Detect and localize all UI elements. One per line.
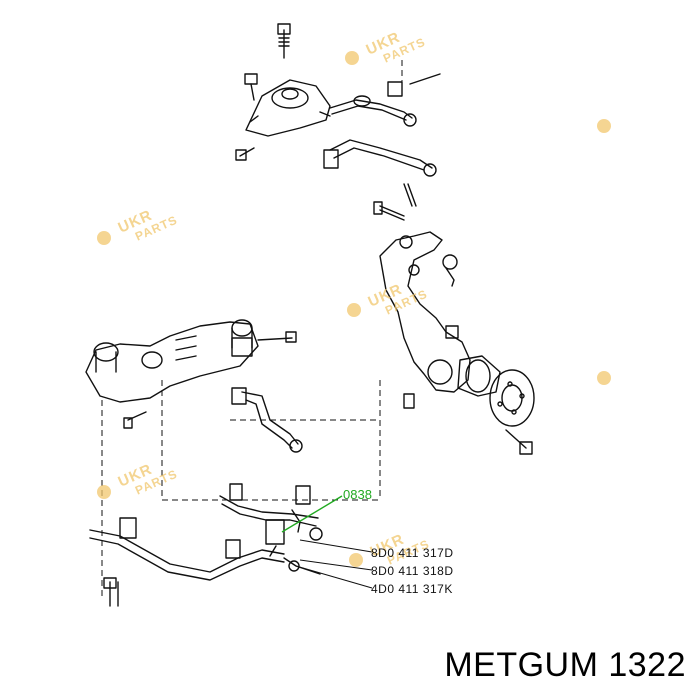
steering-knuckle: [373, 183, 471, 409]
leader-lines: [295, 539, 373, 589]
stabilizer-bar: [89, 517, 321, 607]
subframe: [85, 319, 297, 429]
upper-link-front: [329, 73, 441, 127]
part-number-2: 8D0 411 318D: [371, 564, 454, 578]
gear-icon: [97, 485, 111, 499]
upper-link-rear: [235, 139, 437, 177]
watermark-gears: [97, 51, 611, 567]
gear-icon: [345, 51, 359, 65]
highlight-label: 0838: [343, 487, 372, 502]
gear-icon: [97, 231, 111, 245]
gear-icon: [347, 303, 361, 317]
highlight-leader: [281, 495, 343, 533]
top-bolt: [277, 23, 291, 59]
product-caption: METGUM 1322: [444, 646, 686, 684]
part-number-3: 4D0 411 317K: [371, 582, 453, 596]
gear-icon: [597, 119, 611, 133]
guide-lines: [101, 60, 403, 600]
strut-mount: [244, 73, 331, 137]
wheel-hub: [457, 355, 535, 455]
part-number-1: 8D0 411 317D: [371, 546, 454, 560]
gear-icon: [597, 371, 611, 385]
lower-rear-arm: [219, 483, 323, 557]
gear-icon: [349, 553, 363, 567]
